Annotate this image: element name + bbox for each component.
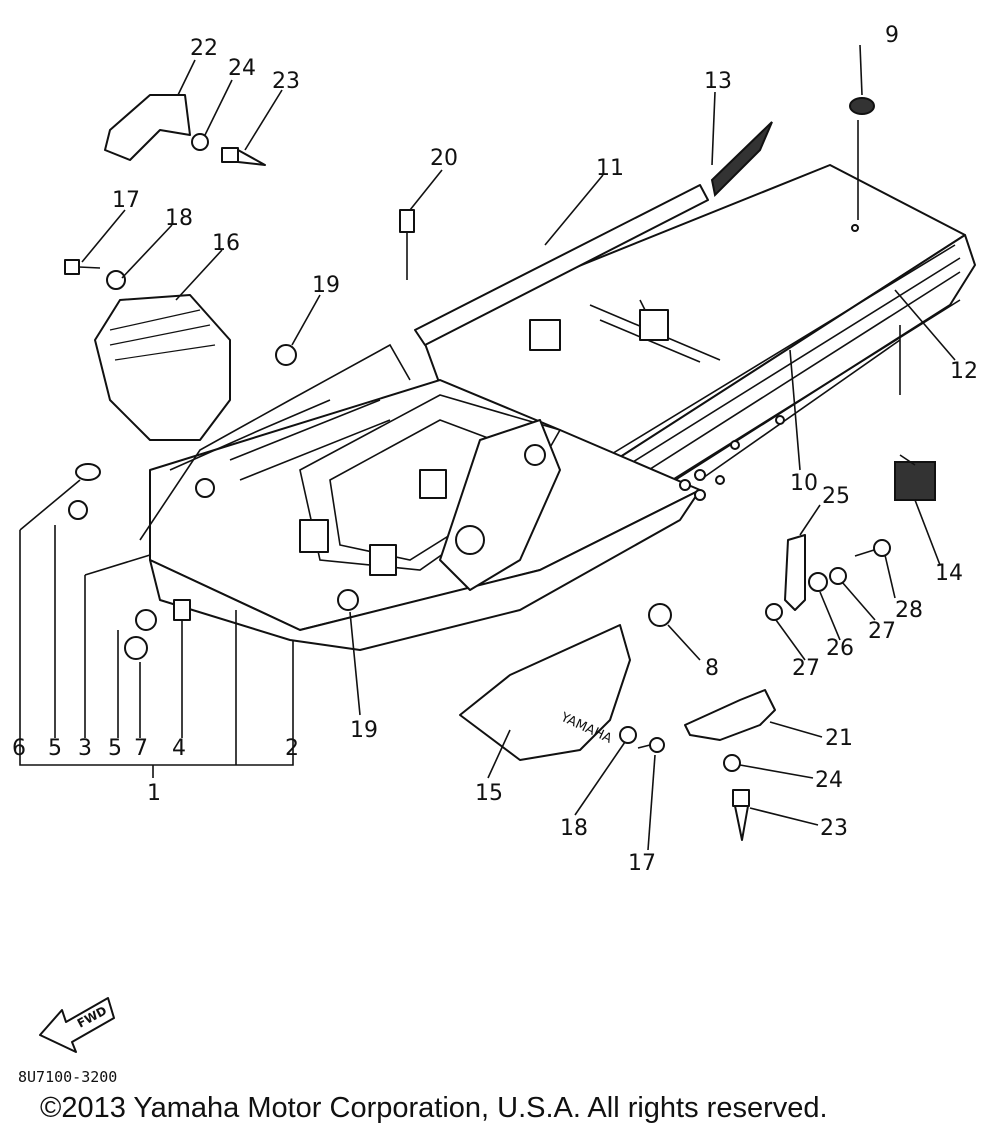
callout-19-bottom: 19 bbox=[350, 718, 378, 743]
part-26-bushing bbox=[808, 572, 828, 592]
callout-24-top: 24 bbox=[228, 56, 256, 81]
callout-7: 7 bbox=[134, 736, 148, 761]
part-23-screw-top bbox=[221, 147, 266, 166]
callout-24-bottom: 24 bbox=[815, 768, 843, 793]
callout-19-top: 19 bbox=[312, 273, 340, 298]
callout-9: 9 bbox=[885, 23, 899, 48]
callout-27-right: 27 bbox=[868, 619, 896, 644]
callout-4: 4 bbox=[172, 736, 186, 761]
callout-13: 13 bbox=[704, 69, 732, 94]
callout-17-top: 17 bbox=[112, 188, 140, 213]
callout-25: 25 bbox=[822, 484, 850, 509]
callout-2: 2 bbox=[285, 736, 299, 761]
callout-27-left: 27 bbox=[792, 656, 820, 681]
part-5-bushings bbox=[68, 500, 157, 631]
callout-12: 12 bbox=[950, 359, 978, 384]
callout-18-top: 18 bbox=[165, 206, 193, 231]
part-23-screw-bottom bbox=[732, 789, 750, 841]
part-27-washers bbox=[765, 567, 847, 621]
part-21-cover bbox=[684, 689, 776, 741]
callout-23-bottom: 23 bbox=[820, 816, 848, 841]
part-18-washer-bottom bbox=[619, 726, 637, 744]
part-28-bolt bbox=[854, 539, 891, 557]
callout-5-right: 5 bbox=[108, 736, 122, 761]
decal-11 bbox=[414, 184, 709, 346]
part-24-washer-bottom bbox=[723, 754, 741, 772]
callout-3: 3 bbox=[78, 736, 92, 761]
callout-16: 16 bbox=[212, 231, 240, 256]
copyright-text: ©2013 Yamaha Motor Corporation, U.S.A. A… bbox=[40, 1092, 828, 1124]
part-14-label bbox=[894, 461, 936, 501]
callout-15: 15 bbox=[475, 781, 503, 806]
fwd-arrow-icon: FWD bbox=[39, 997, 115, 1053]
leader-lines bbox=[19, 44, 956, 851]
part-16-panel bbox=[94, 294, 231, 441]
callout-23-top: 23 bbox=[272, 69, 300, 94]
drawing-code: 8U7100-3200 bbox=[18, 1068, 118, 1086]
callout-6: 6 bbox=[12, 736, 26, 761]
part-20-rivet bbox=[399, 209, 415, 280]
part-19-nut-bottom bbox=[337, 589, 359, 611]
callout-1: 1 bbox=[147, 781, 161, 806]
callout-26: 26 bbox=[826, 636, 854, 661]
callout-14: 14 bbox=[935, 561, 963, 586]
part-19-nut-top bbox=[275, 344, 297, 366]
part-25-lever bbox=[784, 534, 806, 611]
part-15-panel: YAMAHA bbox=[459, 624, 631, 761]
callout-5-left: 5 bbox=[48, 736, 62, 761]
callouts: 22 24 23 17 18 16 19 20 11 13 9 12 10 25… bbox=[12, 23, 978, 876]
part-17-bolt-bottom bbox=[637, 737, 665, 753]
callout-28: 28 bbox=[895, 598, 923, 623]
part-7-spacer bbox=[124, 636, 148, 660]
part-8-plug bbox=[648, 603, 672, 627]
callout-11: 11 bbox=[596, 156, 624, 181]
callout-21: 21 bbox=[825, 726, 853, 751]
callout-18-bottom: 18 bbox=[560, 816, 588, 841]
part-4-bolt bbox=[173, 599, 191, 665]
frame-assembly bbox=[139, 121, 976, 651]
part-9-grommet bbox=[849, 97, 875, 115]
callout-20: 20 bbox=[430, 146, 458, 171]
part-22-cover bbox=[104, 94, 191, 161]
part-17-bolt-top bbox=[64, 259, 101, 275]
callout-10: 10 bbox=[790, 471, 818, 496]
part-24-washer-top bbox=[191, 133, 209, 151]
decal-13 bbox=[710, 121, 773, 198]
part-18-washer-top bbox=[106, 270, 126, 290]
callout-22: 22 bbox=[190, 36, 218, 61]
part-6-grommet bbox=[75, 463, 101, 481]
callout-8: 8 bbox=[705, 656, 719, 681]
callout-17-bottom: 17 bbox=[628, 851, 656, 876]
